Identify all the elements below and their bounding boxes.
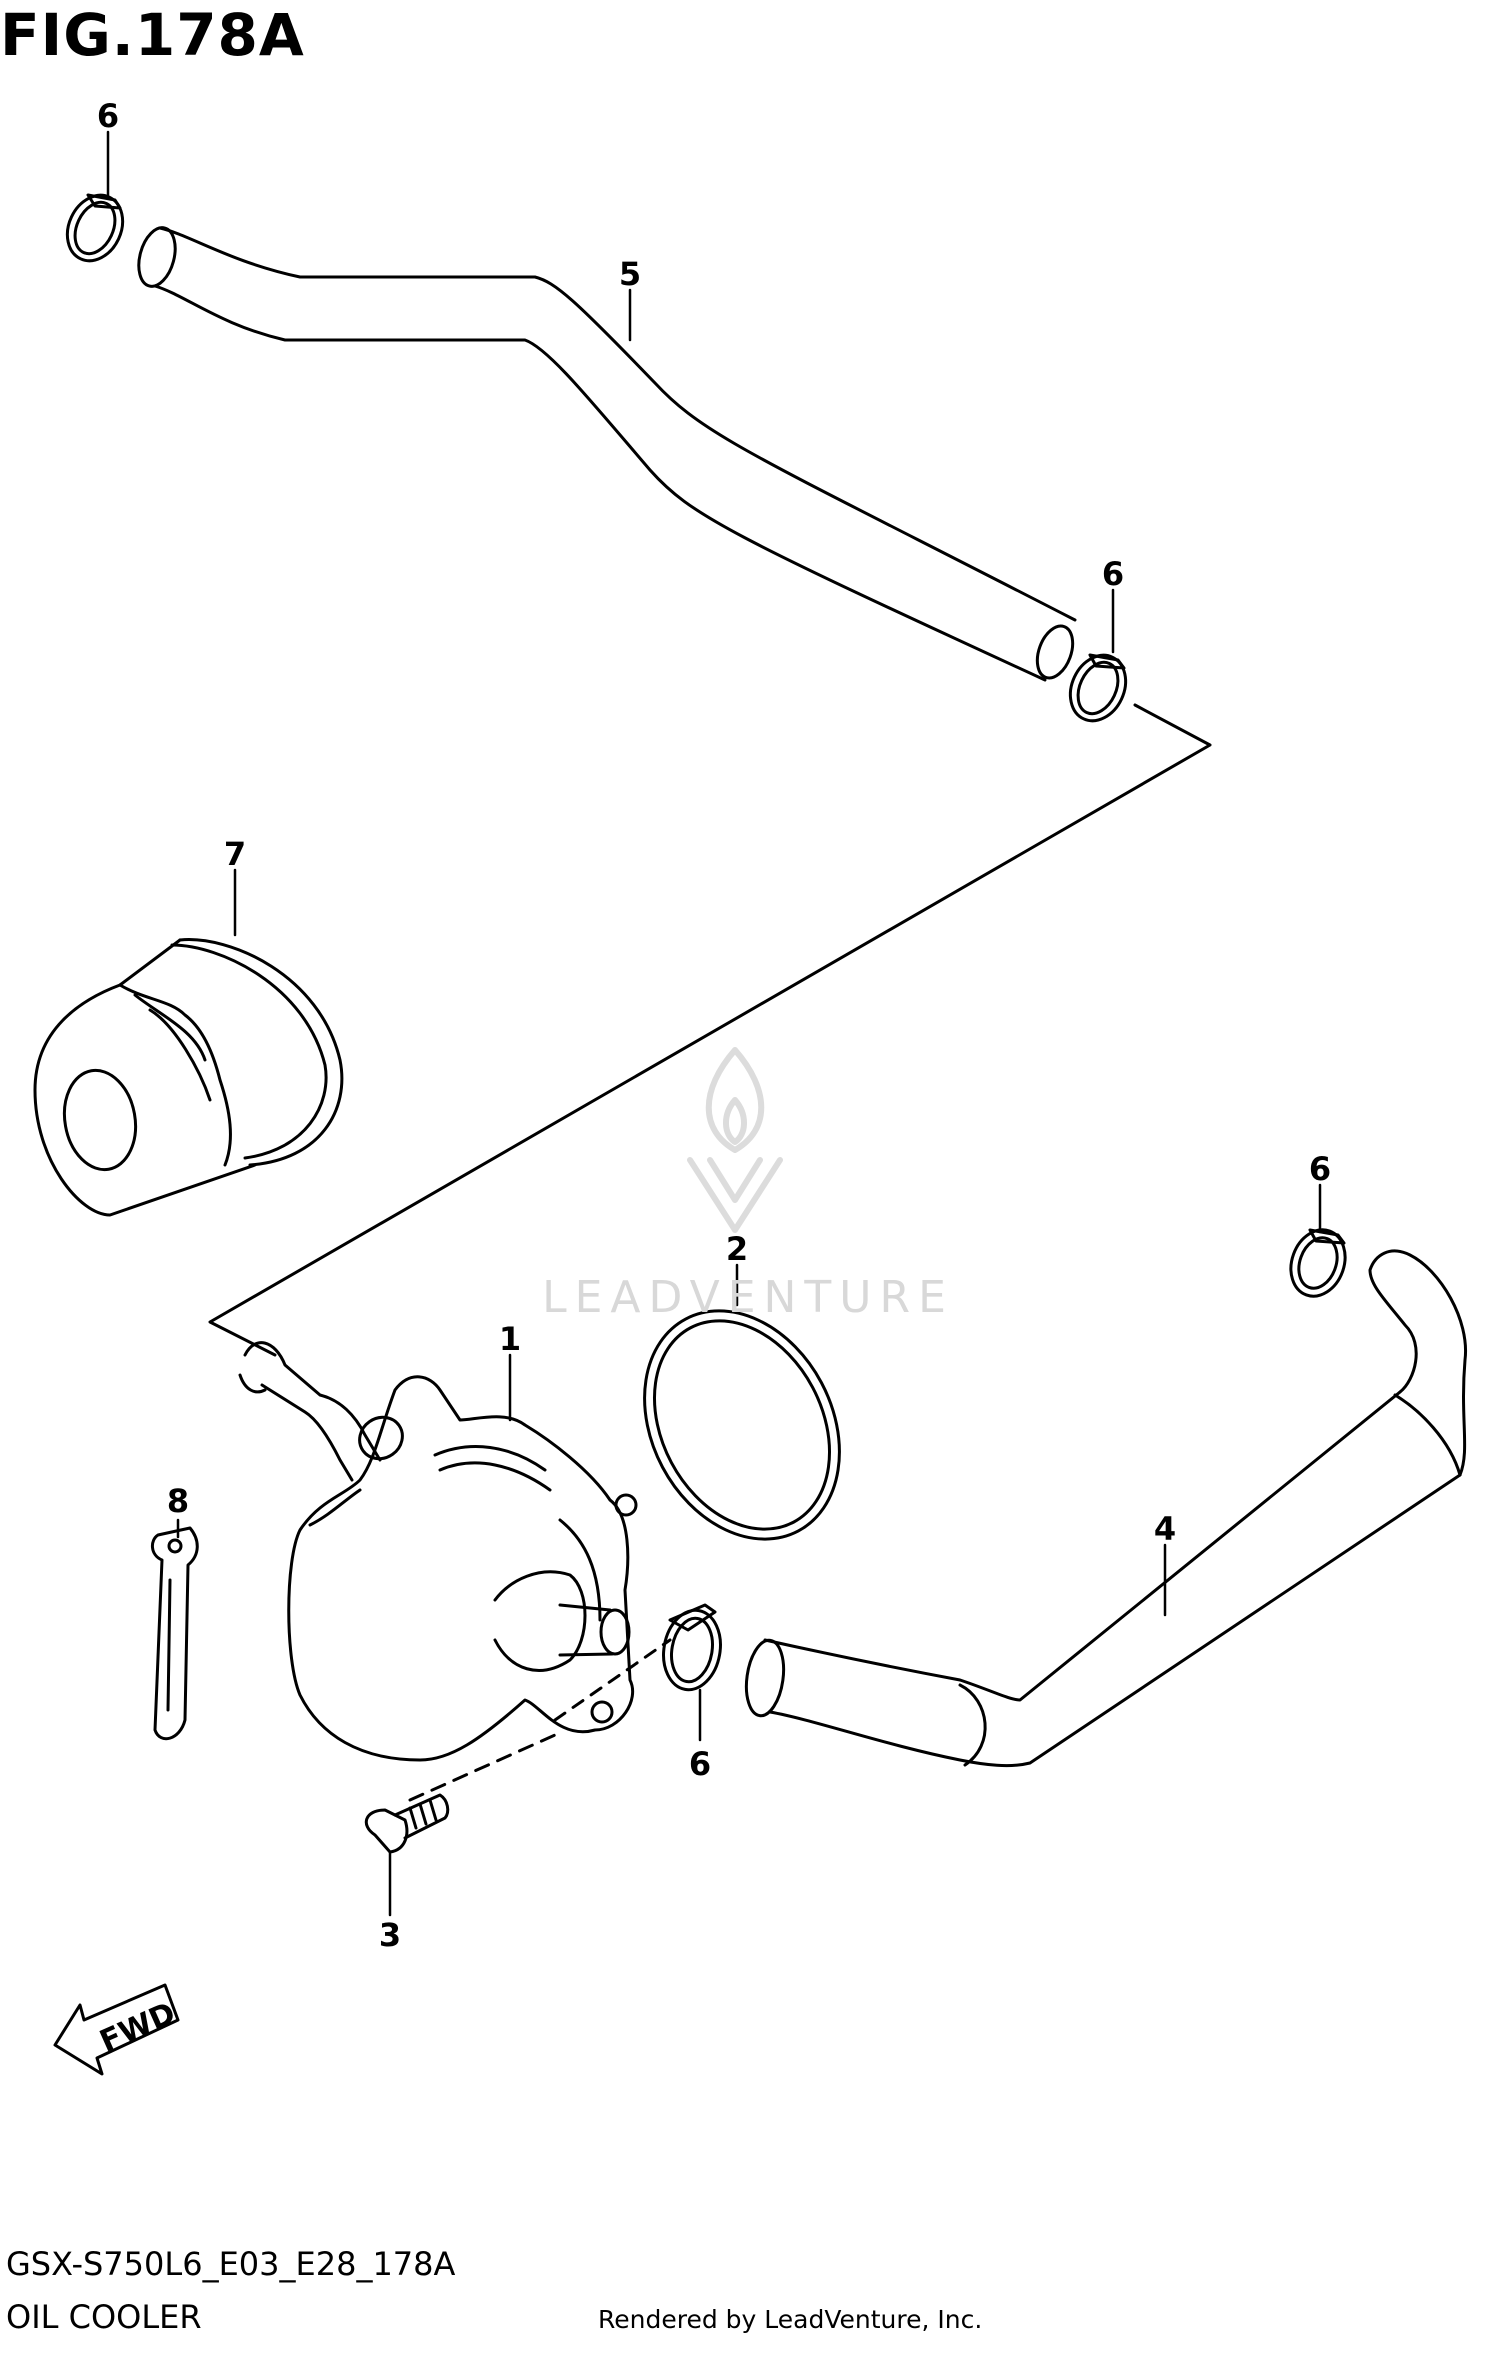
bracket — [151, 1526, 199, 1741]
callout-6-lower-bottom: 6 — [689, 1745, 711, 1783]
callout-4: 4 — [1154, 1510, 1176, 1548]
callout-8: 8 — [167, 1482, 189, 1520]
bolt — [364, 1793, 450, 1854]
callout-7: 7 — [224, 835, 246, 873]
reference-line — [208, 703, 1212, 1357]
leadventure-logo-icon — [687, 1047, 783, 1233]
oil-filter — [33, 938, 344, 1217]
callout-6-lower-top: 6 — [1309, 1150, 1331, 1188]
callout-6-upper-left: 6 — [97, 97, 119, 135]
clamp-upper-right — [1068, 653, 1128, 723]
callout-5: 5 — [619, 255, 641, 293]
oil-cooler — [238, 1341, 672, 1802]
upper-hose — [137, 226, 1077, 682]
watermark-text: LEADVENTURE — [542, 1272, 954, 1323]
reference-code: GSX-S750L6_E03_E28_178A — [6, 2245, 456, 2283]
callout-1: 1 — [499, 1320, 521, 1358]
callout-6-upper-right: 6 — [1102, 555, 1124, 593]
leader-lines — [106, 130, 1322, 1917]
rendered-by-credit: Rendered by LeadVenture, Inc. — [598, 2305, 983, 2334]
clamp-upper-left — [65, 193, 125, 263]
clamp-lower-top — [1289, 1228, 1347, 1298]
callout-3: 3 — [379, 1916, 401, 1954]
o-ring — [643, 1309, 841, 1541]
fwd-arrow-icon: FWD — [53, 1983, 181, 2076]
callout-2: 2 — [726, 1230, 748, 1268]
figure-caption: OIL COOLER — [6, 2298, 202, 2336]
clamp-lower-bottom — [662, 1603, 722, 1692]
lower-hose — [744, 1249, 1468, 1768]
figure-title: FIG.178A — [0, 1, 305, 69]
